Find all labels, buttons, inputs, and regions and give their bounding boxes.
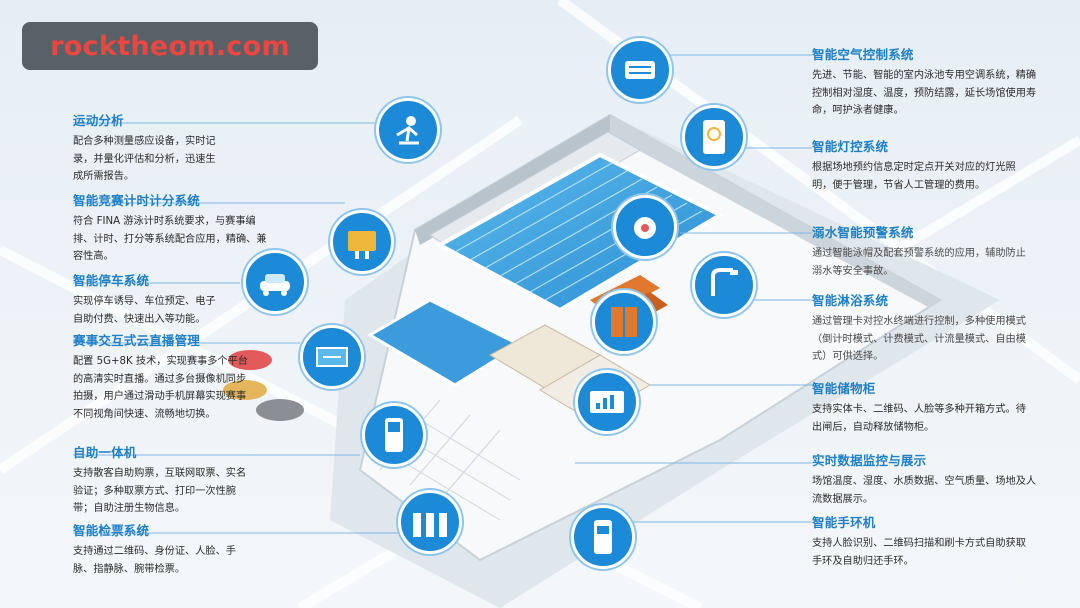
feature-title: 智能竞赛计时计分系统 [73, 193, 201, 208]
feature-title: 智能淋浴系统 [812, 293, 889, 308]
feature-description: 通过管理卡对控水终端进行控制，多种使用模式（倒计时模式、计费模式、计流量模式、自… [812, 316, 1026, 362]
feature-title: 智能储物柜 [812, 381, 876, 396]
feature-title: 运动分析 [73, 113, 124, 128]
feature-self-service-kiosk: 自助一体机 支持散客自助购票，互联网取票、实名验证；多种取票方式、打印一次性腕带… [73, 442, 278, 518]
feature-title: 智能停车系统 [73, 273, 150, 288]
feature-title: 自助一体机 [73, 445, 137, 460]
feature-description: 配置 5G+8K 技术，实现赛事多个平台的高清实时直播。通过多台摄像机同步拍摄，… [73, 356, 248, 420]
data-monitor-icon [575, 370, 639, 434]
feature-title: 智能空气控制系统 [812, 47, 914, 62]
watermark-banner: rocktheom.com [22, 22, 318, 70]
feature-motion-analysis: 运动分析 配合多种测量感应设备，实时记录，并量化评估和分析，迅速生成所需报告。 [73, 110, 278, 186]
feature-description: 支持散客自助购票，互联网取票、实名验证；多种取票方式、打印一次性腕带；自助注册生… [73, 468, 247, 514]
feature-smart-shower: 智能淋浴系统 通过管理卡对控水终端进行控制，多种使用模式（倒计时模式、计费模式、… [812, 290, 1057, 366]
feature-live-broadcast: 赛事交互式云直播管理 配置 5G+8K 技术，实现赛事多个平台的高清实时直播。通… [73, 330, 278, 423]
feature-title: 智能手环机 [812, 515, 876, 530]
feature-description: 实现停车诱导、车位预定、电子自助付费、快速出入等功能。 [73, 296, 216, 325]
smart-locker-icon [592, 290, 656, 354]
ticket-gate-icon [398, 490, 462, 554]
feature-description: 支持人脸识别、二维码扫描和刷卡方式自助获取手环及自助归还手环。 [812, 538, 1026, 567]
feature-light-control: 智能灯控系统 根据场地预约信息定时定点开关对应的灯光照明，便于管理，节省人工管理… [812, 136, 1057, 194]
live-broadcast-icon [300, 325, 364, 389]
feature-description: 支持通过二维码、身份证、人脸、手脉、指静脉、腕带检票。 [73, 546, 236, 575]
watermark-text: rocktheom.com [50, 30, 290, 62]
feature-title: 实时数据监控与展示 [812, 453, 927, 468]
feature-description: 配合多种测量感应设备，实时记录，并量化评估和分析，迅速生成所需报告。 [73, 136, 216, 182]
feature-wristband-machine: 智能手环机 支持人脸识别、二维码扫描和刷卡方式自助获取手环及自助归还手环。 [812, 512, 1057, 570]
feature-title: 溺水智能预警系统 [812, 225, 914, 240]
parking-cars [223, 350, 304, 421]
feature-drowning-alert: 溺水智能预警系统 通过智能泳帽及配套预警系统的应用，辅助防止溺水等安全事故。 [812, 222, 1057, 280]
motion-analysis-icon [376, 98, 440, 162]
feature-title: 赛事交互式云直播管理 [73, 333, 201, 348]
feature-description: 场馆温度、湿度、水质数据、空气质量、场地及人流数据展示。 [812, 476, 1037, 505]
feature-title: 智能灯控系统 [812, 139, 889, 154]
feature-description: 通过智能泳帽及配套预警系统的应用，辅助防止溺水等安全事故。 [812, 248, 1026, 277]
feature-data-monitoring: 实时数据监控与展示 场馆温度、湿度、水质数据、空气质量、场地及人流数据展示。 [812, 450, 1057, 508]
main-pool [435, 152, 725, 313]
parking-car-icon [243, 250, 307, 314]
feature-ticket-check: 智能检票系统 支持通过二维码、身份证、人脸、手脉、指静脉、腕带检票。 [73, 520, 278, 578]
light-control-icon [682, 105, 746, 169]
leader-lines [73, 54, 812, 534]
feature-description: 符合 FINA 游泳计时系统要求，与赛事编排、计时、打分等系统配合应用，精确、兼… [73, 216, 267, 262]
feature-title: 智能检票系统 [73, 523, 150, 538]
feature-air-control: 智能空气控制系统 先进、节能、智能的室内泳池专用空调系统，精确控制相对湿度、温度… [812, 44, 1057, 120]
shower-control-icon [692, 253, 756, 317]
self-service-kiosk-icon [362, 403, 426, 467]
drowning-alert-icon [613, 195, 677, 259]
feature-description: 支持实体卡、二维码、人脸等多种开箱方式。待出闸后，自动释放储物柜。 [812, 404, 1026, 433]
timing-scoreboard-icon [330, 210, 394, 274]
feature-smart-parking: 智能停车系统 实现停车诱导、车位预定、电子自助付费、快速出入等功能。 [73, 270, 278, 328]
feature-smart-locker: 智能储物柜 支持实体卡、二维码、人脸等多种开箱方式。待出闸后，自动释放储物柜。 [812, 378, 1057, 436]
air-control-icon [608, 38, 672, 102]
wristband-machine-icon [571, 505, 635, 569]
feature-description: 先进、节能、智能的室内泳池专用空调系统，精确控制相对湿度、温度，预防结露，延长场… [812, 70, 1037, 116]
feature-race-timing: 智能竞赛计时计分系统 符合 FINA 游泳计时系统要求，与赛事编排、计时、打分等… [73, 190, 278, 266]
feature-description: 根据场地预约信息定时定点开关对应的灯光照明，便于管理，节省人工管理的费用。 [812, 162, 1016, 191]
